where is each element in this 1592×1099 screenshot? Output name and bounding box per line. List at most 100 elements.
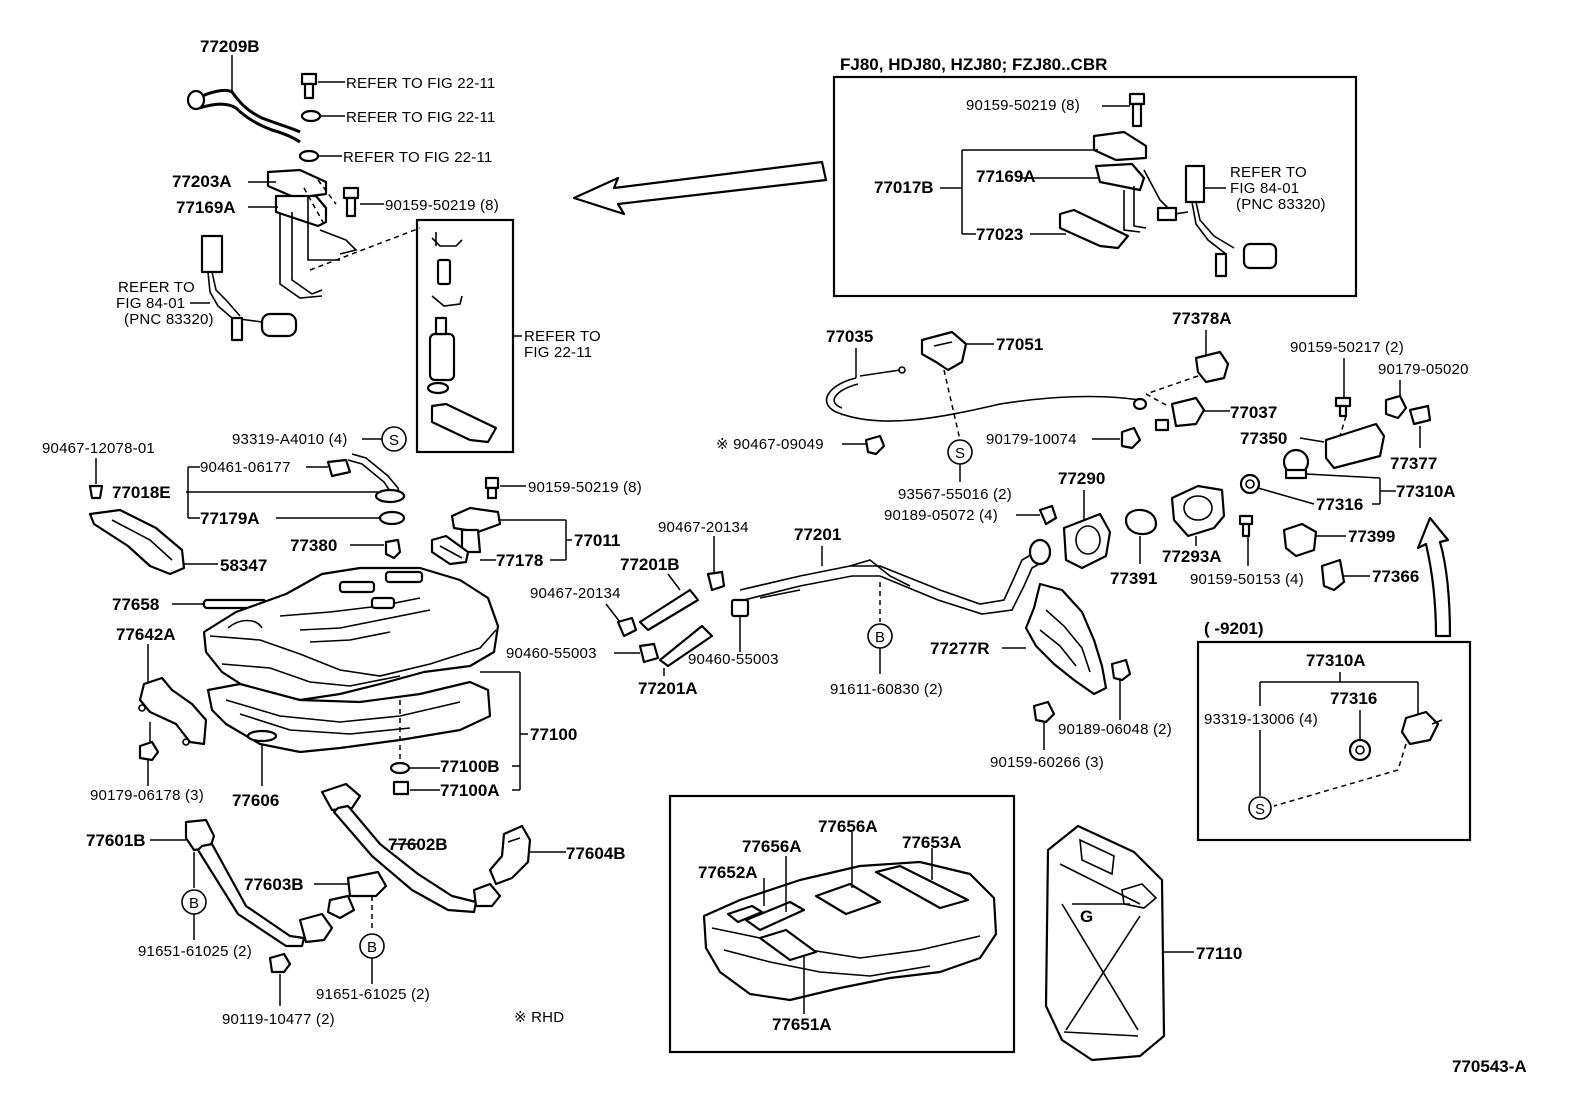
clip-90467-09049 xyxy=(864,434,886,456)
inset-plate-77023 xyxy=(1058,208,1130,250)
label-91651-61025-a: 91651-61025 (2) xyxy=(138,943,252,960)
cap-77316 xyxy=(1239,448,1381,505)
label-90159-50219-a: 90159-50219 (8) xyxy=(385,197,499,214)
label-91611-60830: 91611-60830 (2) xyxy=(830,681,943,698)
label-refer-to-c1: REFER TO xyxy=(1230,164,1307,181)
label-90189-06048: 90189-06048 (2) xyxy=(1058,721,1172,738)
cap-77316-b xyxy=(1348,738,1372,762)
label-93319-A4010: 93319-A4010 (4) xyxy=(232,431,348,448)
bracket-77169A xyxy=(248,168,358,299)
bolt-90119-10477 xyxy=(268,952,292,1006)
label-77035: 77035 xyxy=(826,327,873,346)
label-77037: 77037 xyxy=(1230,403,1277,422)
s-marker-3-text: S xyxy=(1255,801,1265,818)
bracket-77642A xyxy=(138,676,208,746)
label-90461-06177: 90461-06177 xyxy=(200,459,291,476)
housing-77293A xyxy=(1170,484,1226,546)
inset2-title: ( -9201) xyxy=(1204,619,1264,638)
inset-box-fj80 xyxy=(832,75,1358,298)
plug-77100A xyxy=(392,780,440,796)
sender-unit-left xyxy=(200,234,298,342)
hose-77209B xyxy=(186,55,301,144)
label-77023: 77023 xyxy=(976,225,1023,244)
ring-77391 xyxy=(1124,508,1158,564)
label-77310A-b: 77310A xyxy=(1306,651,1366,670)
label-90467-09049: ※ 90467-09049 xyxy=(716,436,824,453)
label-77652A: 77652A xyxy=(698,863,758,882)
label-77310A-a: 77310A xyxy=(1396,482,1456,501)
label-77178: 77178 xyxy=(496,551,543,570)
s-marker-1-text: S xyxy=(389,432,399,449)
bolt-90189-06048 xyxy=(1110,658,1132,682)
strap-77601B xyxy=(184,818,334,948)
jerry-can-77110 xyxy=(1044,824,1194,1062)
nut-90179-05020 xyxy=(1384,394,1408,420)
label-77100B: 77100B xyxy=(440,757,500,776)
label-77110: 77110 xyxy=(1196,944,1242,963)
label-77169A-b: 77169A xyxy=(976,167,1036,186)
label-refer-to-c3: (PNC 83320) xyxy=(1236,196,1326,213)
b-marker-3-text: B xyxy=(875,629,885,646)
label-77290: 77290 xyxy=(1058,469,1105,488)
bracket-77018E xyxy=(186,466,378,519)
label-90179-10074: 90179-10074 xyxy=(986,431,1077,448)
label-90159-50217: 90159-50217 (2) xyxy=(1290,339,1404,356)
inset-bracket xyxy=(1092,130,1189,233)
bolt-90159-60266 xyxy=(1032,700,1056,724)
s-marker-2-text: S xyxy=(955,445,965,462)
label-90159-50219-b: 90159-50219 (8) xyxy=(966,97,1080,114)
s-marker-3 xyxy=(1248,796,1272,820)
label-77602B: 77602B xyxy=(388,835,448,854)
label-77377: 77377 xyxy=(1390,454,1437,473)
arrow-inset-to-main xyxy=(572,160,828,216)
label-77179A: 77179A xyxy=(200,509,260,528)
label-77209B: 77209B xyxy=(200,37,260,56)
nut-90179-06178 xyxy=(138,740,160,786)
pad-58347 xyxy=(88,508,218,576)
label-77656A-a: 77656A xyxy=(818,817,878,836)
label-91651-61025-b: 91651-61025 (2) xyxy=(316,986,430,1003)
bolt-90159-50219-a xyxy=(342,186,384,218)
label-77100A: 77100A xyxy=(440,781,500,800)
label-refer-fig-22-11-a: REFER TO FIG 22-11 xyxy=(346,75,495,92)
inset-title: FJ80, HDJ80, HZJ80; FZJ80..CBR xyxy=(840,55,1107,74)
washer-77100B xyxy=(389,761,440,775)
label-93319-13006: 93319-13006 (4) xyxy=(1204,711,1318,728)
label-90159-60266: 90159-60266 (3) xyxy=(990,754,1104,771)
strap-77602B xyxy=(320,782,502,914)
shield-77277R xyxy=(1002,582,1108,696)
label-77601B: 77601B xyxy=(86,831,146,850)
tank-protectors xyxy=(702,832,998,1014)
label-90467-20134-b: 90467-20134 xyxy=(530,585,621,602)
jerry-can-mark: G xyxy=(1080,907,1093,926)
label-77011: 77011 xyxy=(574,531,620,550)
label-77604B: 77604B xyxy=(566,844,626,863)
cap-assy-inset2 xyxy=(1273,710,1443,807)
label-77651A: 77651A xyxy=(772,1015,832,1034)
figure-id: 770543-A xyxy=(1452,1057,1527,1076)
nut-90179-10074 xyxy=(1120,426,1142,450)
label-77391: 77391 xyxy=(1110,569,1157,588)
bolt-refer-1 xyxy=(300,72,345,100)
label-refer-to-b2: FIG 22-11 xyxy=(524,344,592,361)
latch-77037 xyxy=(1154,396,1230,432)
b-marker-2-text: B xyxy=(367,939,377,956)
label-77100: 77100 xyxy=(530,725,577,744)
washer-refer-2 xyxy=(300,109,345,123)
label-93567-55016: 93567-55016 (2) xyxy=(898,486,1012,503)
clip-77378A xyxy=(1145,350,1230,407)
bracket-77603B xyxy=(314,870,388,932)
label-77293A: 77293A xyxy=(1162,547,1222,566)
label-90179-05020: 90179-05020 xyxy=(1378,361,1469,378)
nut-90189-05072 xyxy=(1038,504,1058,526)
inset-bracket-lines xyxy=(940,149,1098,235)
pump-exploded xyxy=(426,232,498,444)
label-77018E: 77018E xyxy=(112,483,171,502)
inset-sender xyxy=(1184,164,1278,278)
label-90467-20134-a: 90467-20134 xyxy=(658,519,749,536)
label-refer-to-a1: REFER TO xyxy=(118,279,195,296)
bracket-77310A-a xyxy=(1372,478,1396,505)
label-77653A: 77653A xyxy=(902,833,962,852)
